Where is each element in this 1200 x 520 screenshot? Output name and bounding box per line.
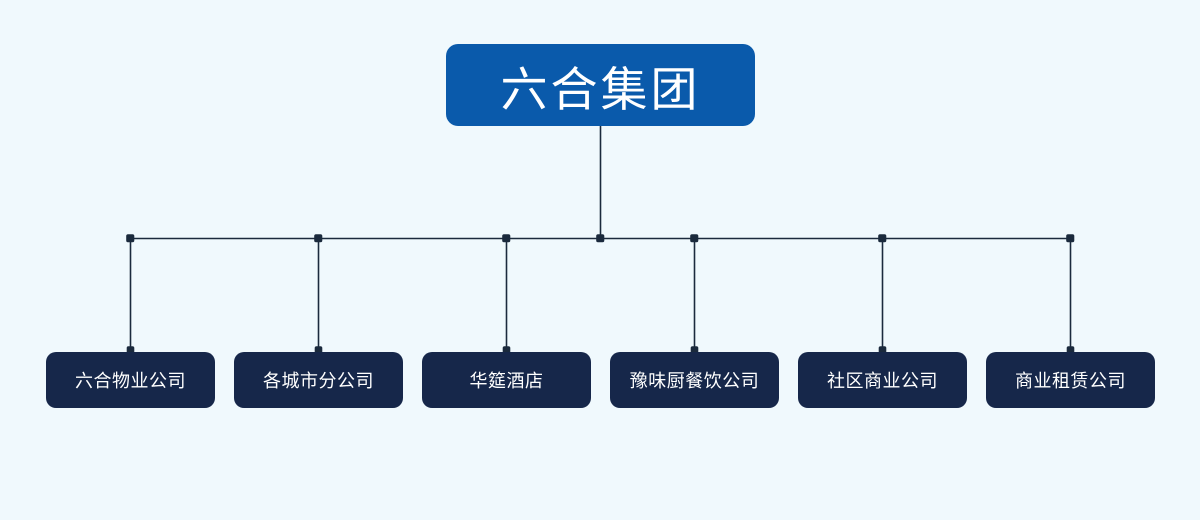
junction-dot-3 [690,234,699,243]
org-node-child-0-label: 六合物业公司 [75,371,186,391]
org-node-child-3-label: 豫味厨餐饮公司 [629,371,760,391]
org-node-child-5-label: 商业租赁公司 [1015,371,1126,391]
org-node-child-0[interactable]: 六合物业公司 [46,352,215,408]
org-node-root[interactable]: 六合集团 [446,44,755,126]
org-node-child-5[interactable]: 商业租赁公司 [986,352,1155,408]
org-node-child-4-label: 社区商业公司 [827,371,938,391]
org-node-root-label: 六合集团 [500,62,701,116]
org-node-child-3[interactable]: 豫味厨餐饮公司 [610,352,779,408]
org-node-child-1-label: 各城市分公司 [263,371,374,391]
junction-dot-0 [126,234,135,243]
junction-dot-root [596,234,605,243]
org-node-child-2-label: 华筵酒店 [469,371,544,391]
org-node-child-1[interactable]: 各城市分公司 [234,352,403,408]
junction-dot-4 [878,234,887,243]
junction-dot-5 [1066,234,1075,243]
junction-dot-2 [502,234,511,243]
org-node-child-2[interactable]: 华筵酒店 [422,352,591,408]
junction-dot-1 [314,234,323,243]
org-node-child-4[interactable]: 社区商业公司 [798,352,967,408]
